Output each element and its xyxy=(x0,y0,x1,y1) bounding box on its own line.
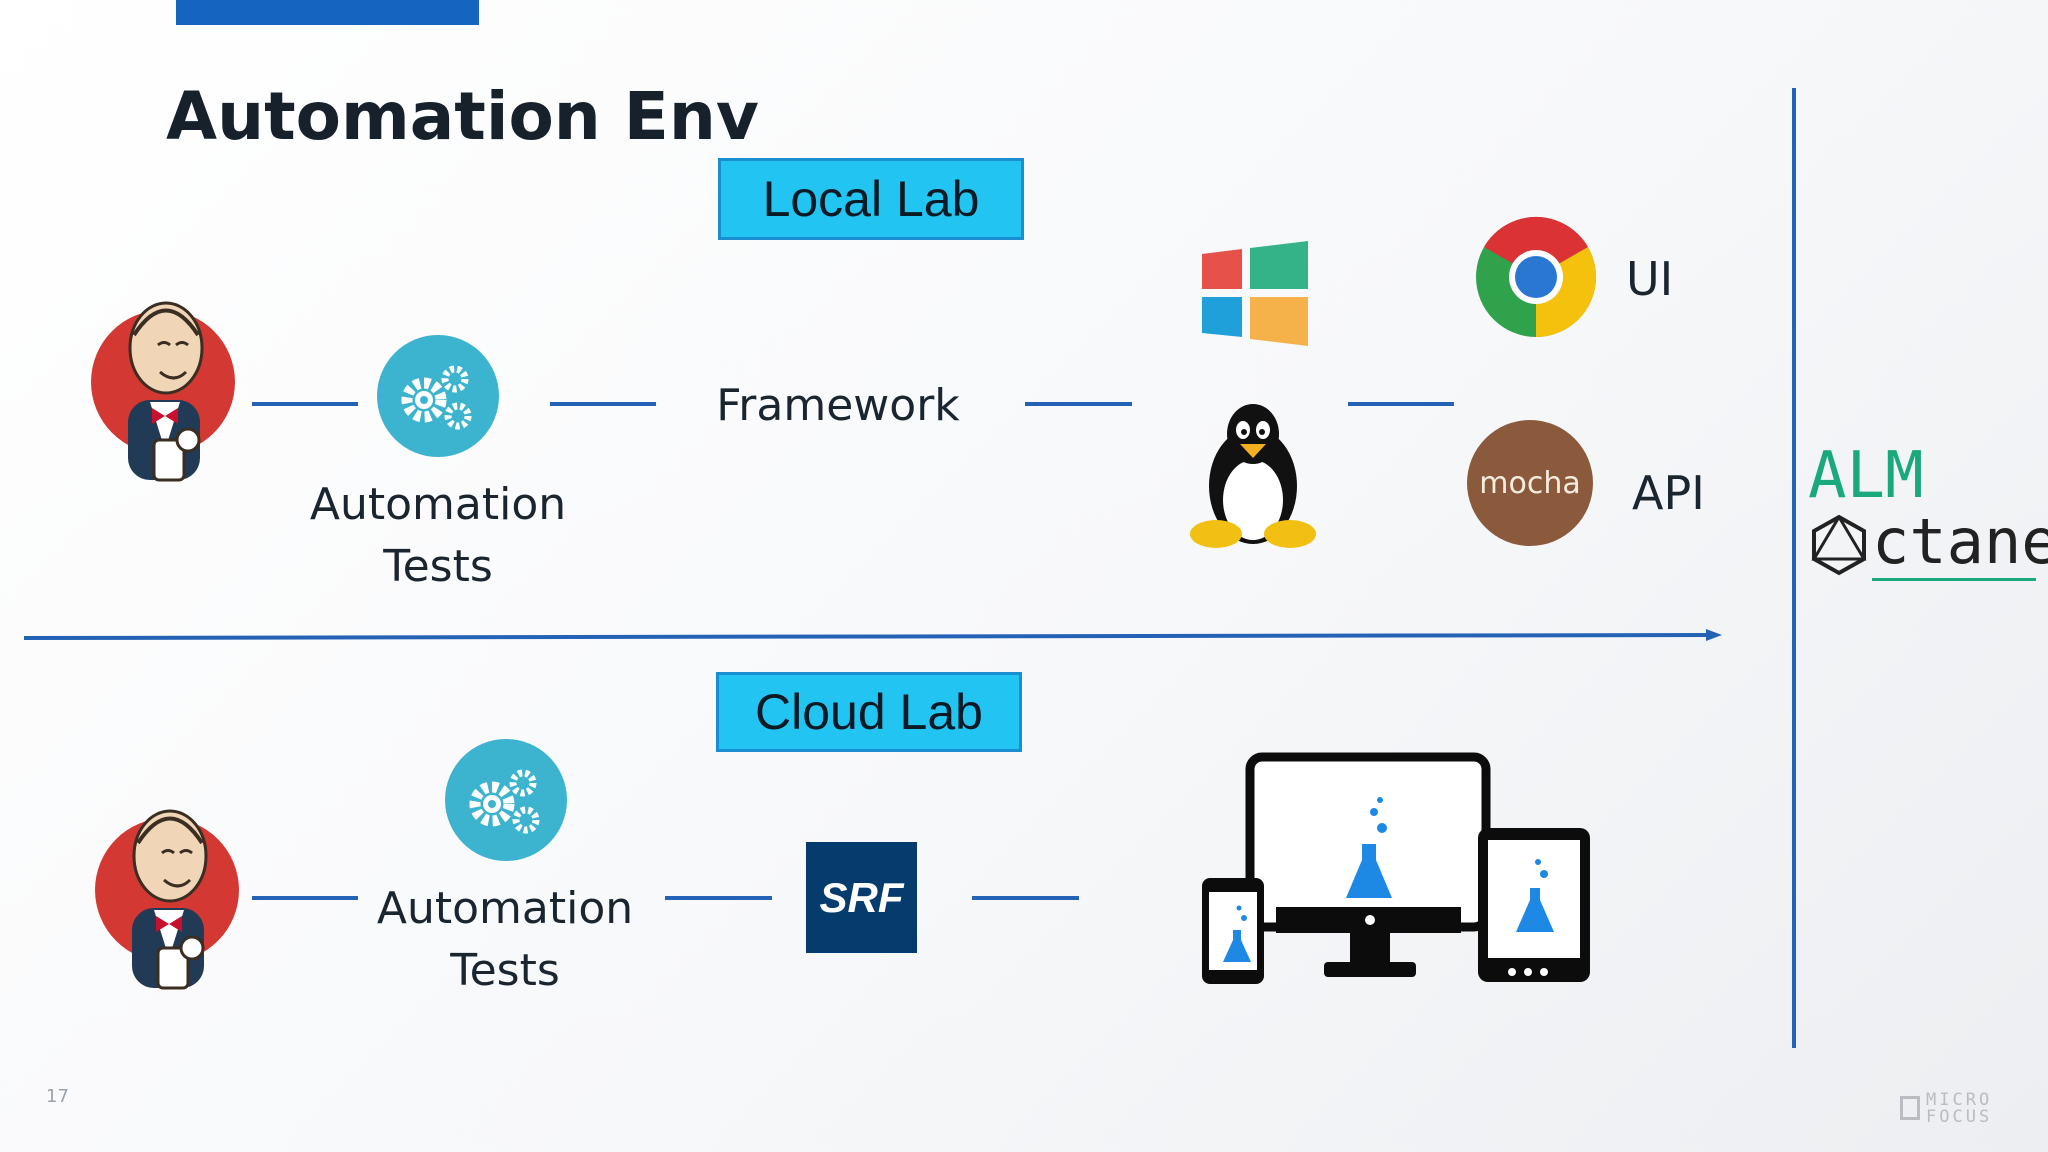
api-label: API xyxy=(1632,466,1705,520)
framework-label: Framework xyxy=(716,380,960,431)
ui-label: UI xyxy=(1626,252,1674,306)
micro-focus-logo xyxy=(1900,1096,1920,1120)
divider-arrow xyxy=(23,629,1722,641)
tests-line-2: Tests xyxy=(450,945,560,996)
page-number: 17 xyxy=(46,1086,69,1107)
devices-icon xyxy=(1202,752,1590,984)
brand-line-1: MICRO xyxy=(1926,1090,1993,1110)
tests-line-2: Tests xyxy=(383,541,493,592)
gears-icon xyxy=(377,335,499,457)
micro-focus-text: MICRO FOCUS xyxy=(1926,1092,1992,1126)
slide-title: Automation Env xyxy=(166,78,759,155)
connector xyxy=(665,896,772,900)
vertical-divider xyxy=(1792,88,1796,1048)
octane-underline xyxy=(1872,578,2036,581)
automation-tests-label-top: Automation Tests xyxy=(288,474,588,598)
connector xyxy=(972,896,1079,900)
tests-line-1: Automation xyxy=(376,883,634,934)
connector xyxy=(252,402,358,406)
jenkins-icon xyxy=(91,301,235,482)
brand-line-2: FOCUS xyxy=(1926,1107,1993,1127)
top-accent-bar xyxy=(176,0,479,25)
linux-tux-icon xyxy=(1190,404,1316,548)
mocha-icon: mocha xyxy=(1467,420,1593,546)
octane-text: ctane xyxy=(1872,505,2048,578)
connector xyxy=(550,402,656,406)
windows-icon xyxy=(1202,241,1308,346)
connector xyxy=(1348,402,1454,406)
srf-icon: SRF xyxy=(806,842,917,953)
cloud-lab-box: Cloud Lab xyxy=(716,672,1022,752)
octane-logo: ALM ctane xyxy=(1806,439,2048,602)
automation-tests-label-bottom: Automation Tests xyxy=(355,878,655,1002)
octane-polygon-icon xyxy=(1811,514,1867,576)
gears-icon xyxy=(445,739,567,861)
connector xyxy=(1025,402,1132,406)
connector xyxy=(252,896,358,900)
tests-line-1: Automation xyxy=(309,479,567,530)
local-lab-box: Local Lab xyxy=(718,158,1024,240)
chrome-icon xyxy=(1476,216,1597,337)
alm-text: ALM xyxy=(1808,439,1924,513)
jenkins-icon xyxy=(95,809,239,990)
